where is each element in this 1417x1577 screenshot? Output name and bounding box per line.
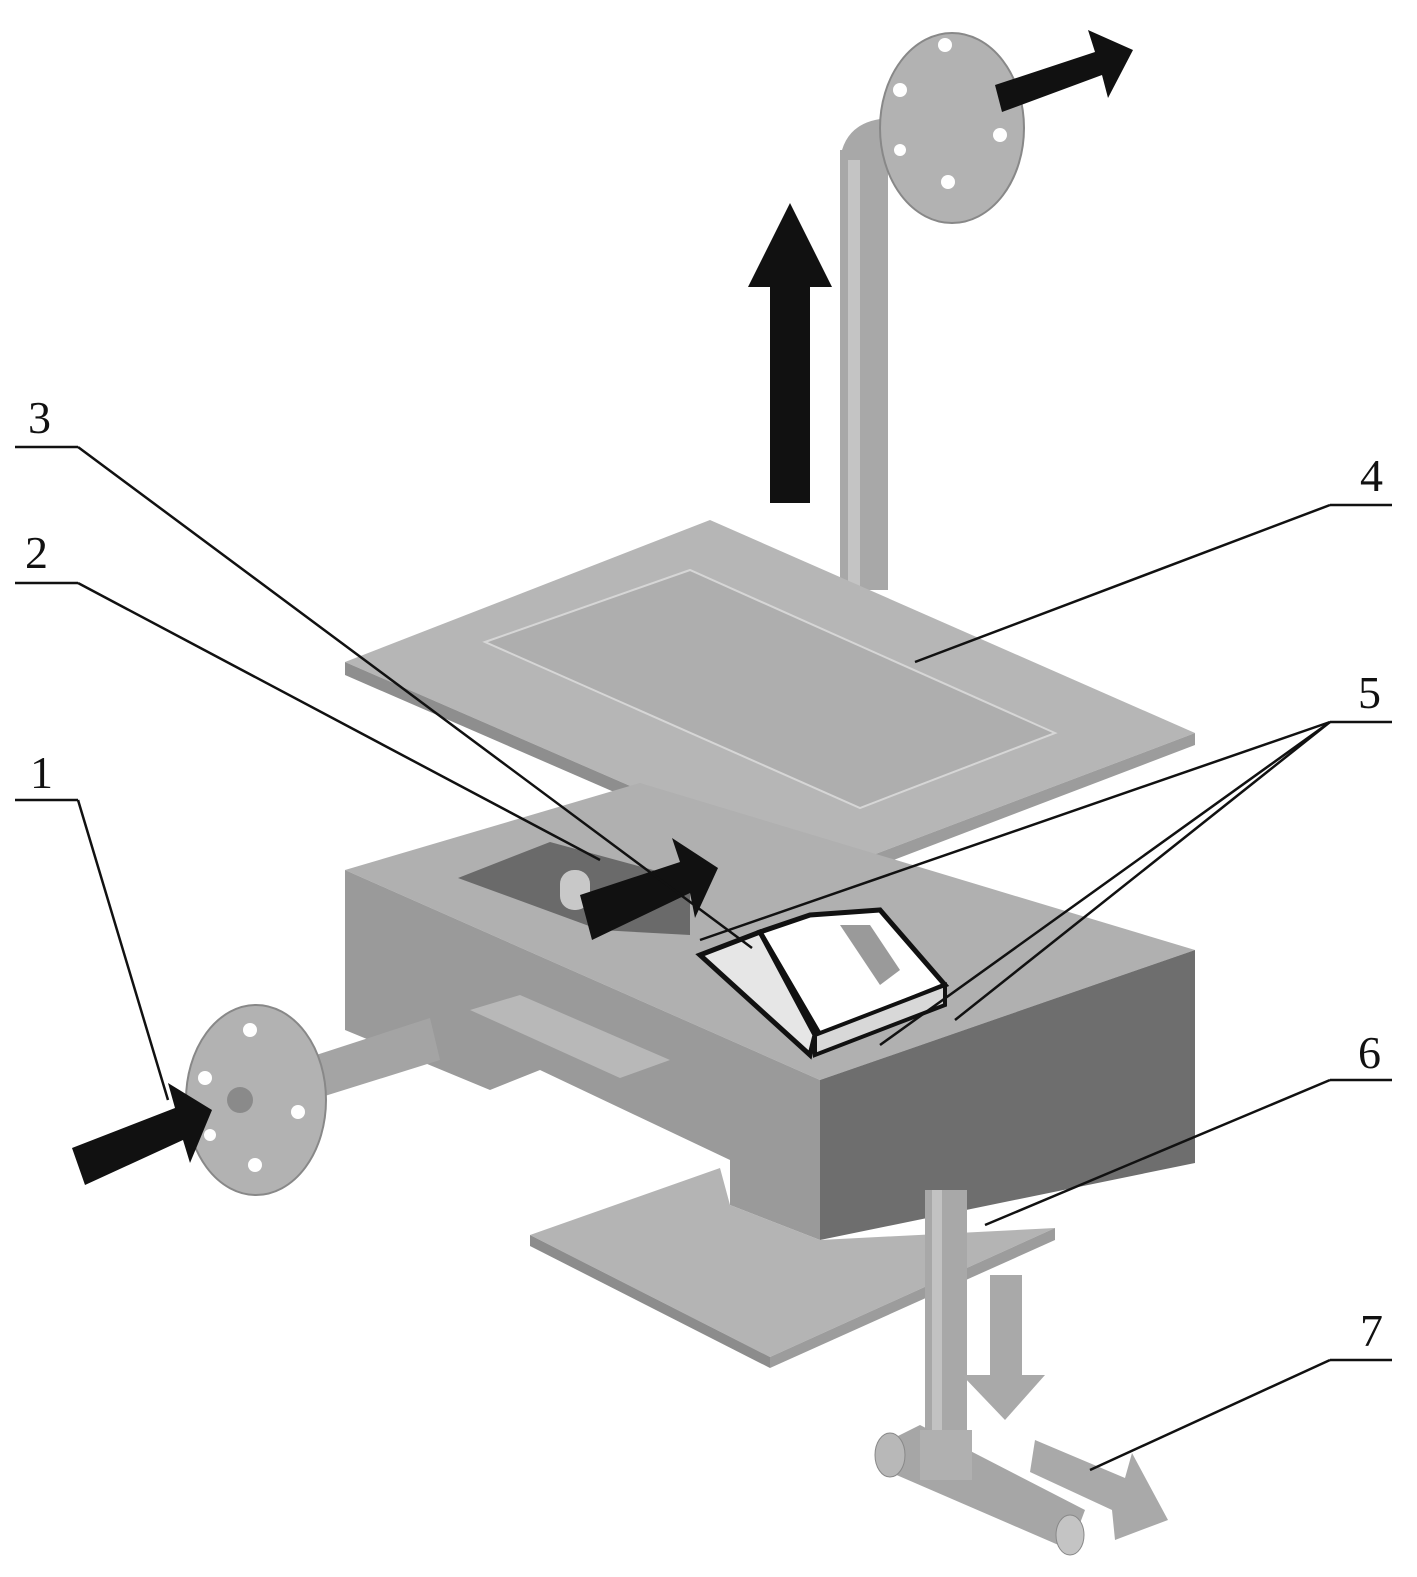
label-7: 7 — [1360, 1305, 1383, 1356]
gas-inlet-arrow — [72, 1083, 212, 1185]
leader-line-5b — [879, 720, 1331, 1047]
gas-outlet-arrow-right — [995, 30, 1133, 112]
leader-lines — [15, 445, 1392, 1472]
inlet-pipe — [185, 1004, 440, 1196]
drain-arrow-right — [1030, 1440, 1168, 1540]
leader-line-5a — [699, 720, 1331, 942]
label-1: 1 — [30, 747, 53, 798]
label-2: 2 — [25, 527, 48, 578]
leader-line-3 — [77, 445, 753, 950]
label-6: 6 — [1358, 1027, 1381, 1078]
leader-line-7 — [1089, 1358, 1331, 1472]
label-4: 4 — [1360, 450, 1383, 501]
leader-line-4 — [914, 503, 1331, 664]
gas-flow-arrow-inner — [580, 838, 718, 940]
leader-line-2 — [77, 581, 601, 862]
leader-line-6 — [984, 1078, 1331, 1227]
leader-line-1 — [76, 799, 170, 1101]
outlet-pipe — [840, 32, 1025, 590]
leader-line-5c — [954, 721, 1331, 1021]
label-5: 5 — [1358, 667, 1381, 718]
drain-pipe — [874, 1190, 1085, 1556]
sample-tray — [695, 907, 950, 1060]
gas-outlet-arrow-up — [748, 203, 832, 503]
bottom-plate — [530, 1168, 1055, 1368]
drain-arrow-down — [962, 1275, 1045, 1420]
label-3: 3 — [28, 392, 51, 443]
